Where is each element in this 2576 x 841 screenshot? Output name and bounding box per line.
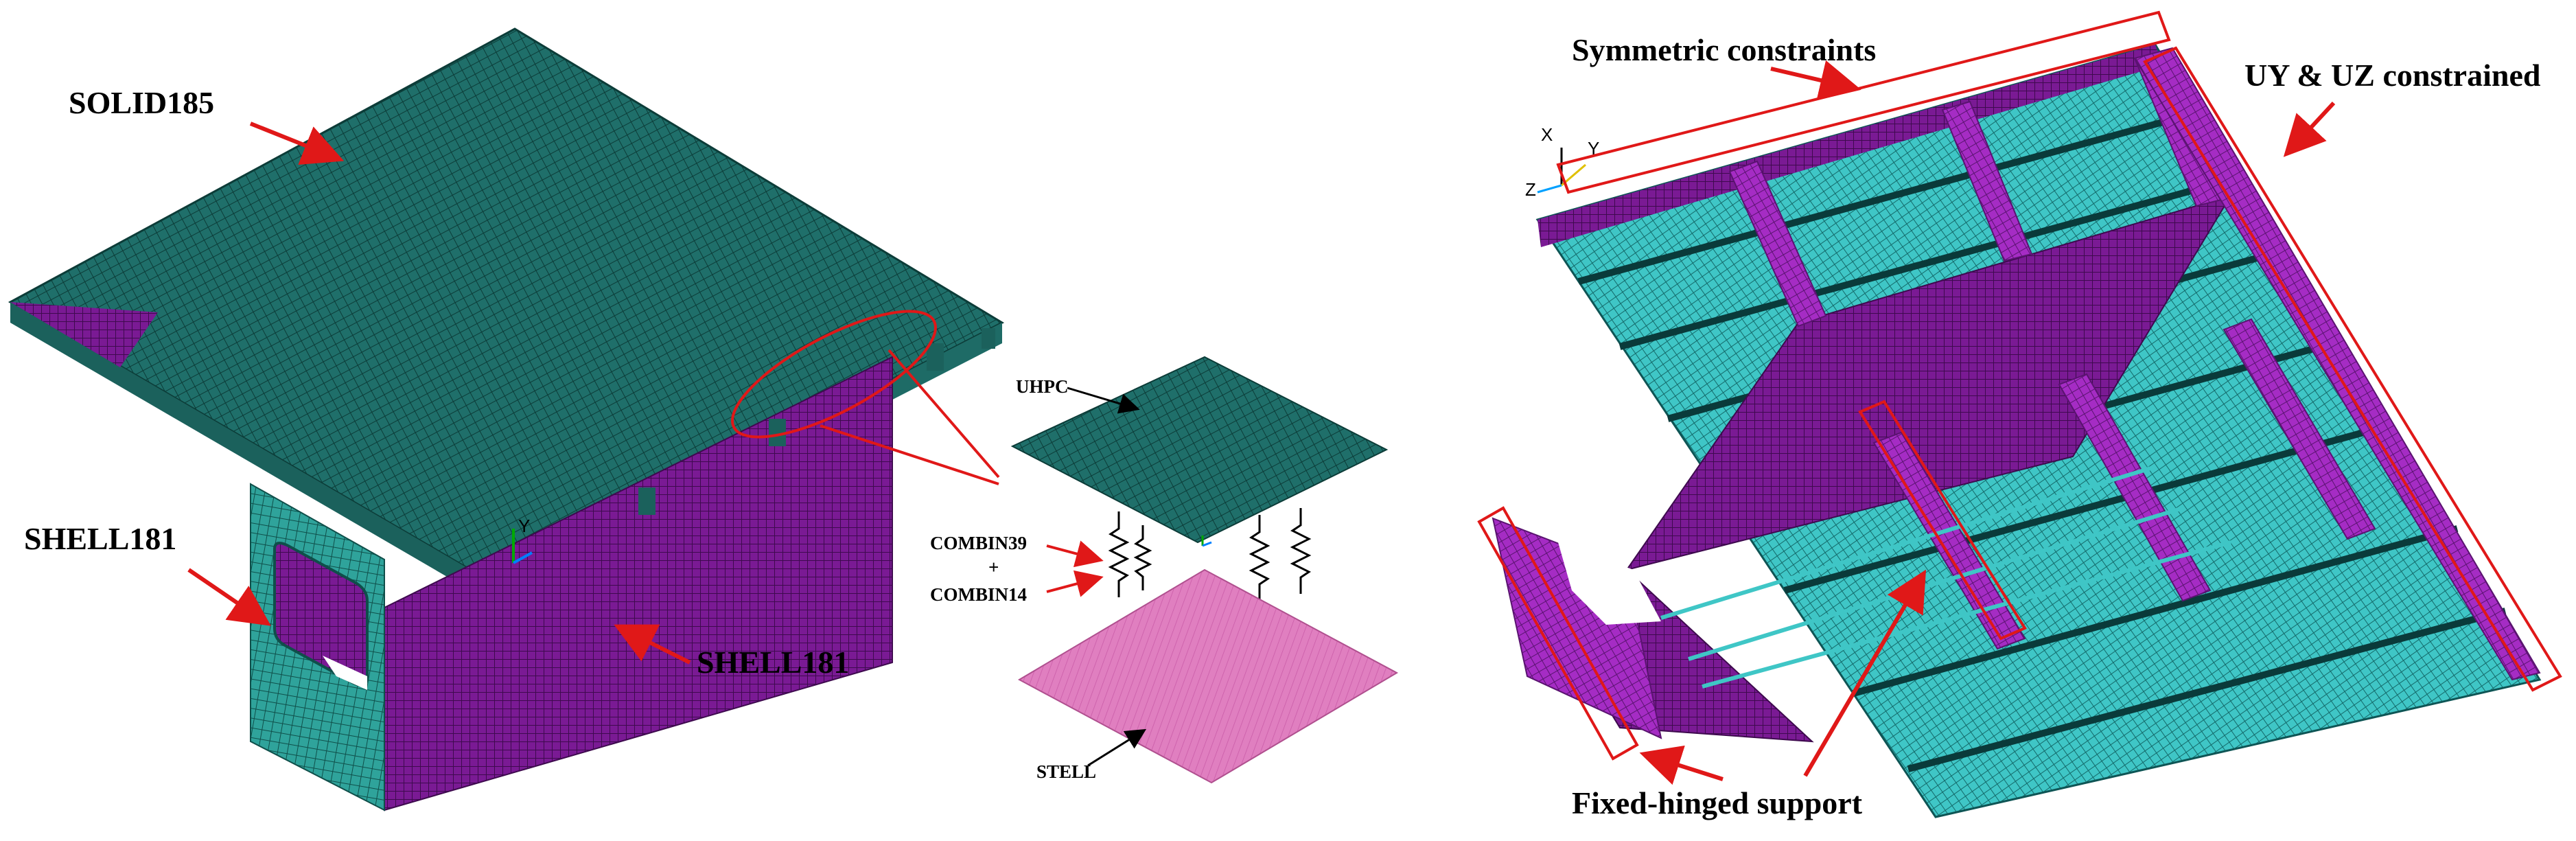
label-shell181-left: SHELL181: [24, 521, 176, 556]
top-flange-strip: [1538, 45, 2162, 247]
left-girder-model: Y SOLID185 SHELL181 SHELL181: [8, 27, 1005, 811]
right-diaphragm-opening: [1558, 542, 1661, 625]
arrow-combin39: [1046, 540, 1104, 568]
connector-detail: UHPC COMBIN39 + COMBIN14 STELL: [930, 356, 1399, 784]
steel-plate: [1017, 568, 1399, 784]
fixed-hinged-box-left: [1477, 506, 1639, 761]
arrow-solid185: [249, 122, 345, 165]
label-combin39: COMBIN39: [930, 533, 1027, 553]
mid-coordinate-triad: [1201, 535, 1212, 547]
arrow-stell: [1087, 728, 1147, 767]
arrow-uhpc: [1067, 387, 1140, 414]
arrow-combin14: [1046, 570, 1104, 597]
detail-highlight-ellipse: [731, 310, 937, 439]
detail-leader-lower: [820, 424, 999, 485]
fixed-hinged-box-center: [1858, 400, 2027, 641]
uhpc-plate: [1010, 356, 1389, 544]
label-solid185: SOLID185: [69, 85, 214, 120]
symmetric-constraint-box: [1556, 10, 2171, 194]
deck-front-edge: [10, 302, 494, 604]
triad-y-label: Y: [1588, 138, 1599, 159]
arrow-fixed-hinged-center: [1803, 569, 1927, 777]
label-combin14: COMBIN14: [930, 584, 1027, 605]
arrow-symmetric: [1770, 60, 1861, 101]
left-cantilever-underside: [10, 302, 158, 367]
left-coordinate-triad: Y: [512, 516, 533, 564]
spring-2: [1133, 525, 1152, 590]
left-triad-y-label: Y: [518, 516, 530, 536]
detail-leader-upper: [887, 349, 1000, 479]
diaphragm-opening-white: [323, 656, 367, 690]
label-plus: +: [988, 557, 999, 577]
arrow-shell181-left: [187, 568, 271, 626]
label-symmetric-constraints: Symmetric constraints: [1572, 32, 1876, 67]
uyuz-constraint-box: [2143, 46, 2562, 692]
label-fixed-hinged-support: Fixed-hinged support: [1572, 785, 1863, 820]
spring-4: [1290, 508, 1312, 594]
arrow-shell181-right: [614, 624, 691, 665]
label-uhpc: UHPC: [1016, 376, 1069, 397]
arrow-fixed-hinged-left: [1639, 745, 1724, 785]
deck-stiffeners: [638, 328, 995, 515]
spring-elements: [1108, 508, 1312, 601]
spring-1: [1108, 511, 1130, 597]
label-uy-uz-constrained: UY & UZ constrained: [2244, 58, 2541, 93]
arrow-uy-uz: [2283, 101, 2336, 157]
edge-girder-right: [2133, 47, 2541, 681]
label-shell181-right: SHELL181: [697, 645, 849, 680]
triad-x-label: X: [1541, 124, 1553, 145]
web-cyan-ribs: [1660, 465, 2231, 689]
right-underside-model: X Y Z Symmetric constraints UY & UZ cons…: [1477, 10, 2562, 820]
spring-3: [1249, 515, 1270, 601]
triad-z-label: Z: [1525, 179, 1536, 200]
label-stell: STELL: [1036, 761, 1096, 782]
